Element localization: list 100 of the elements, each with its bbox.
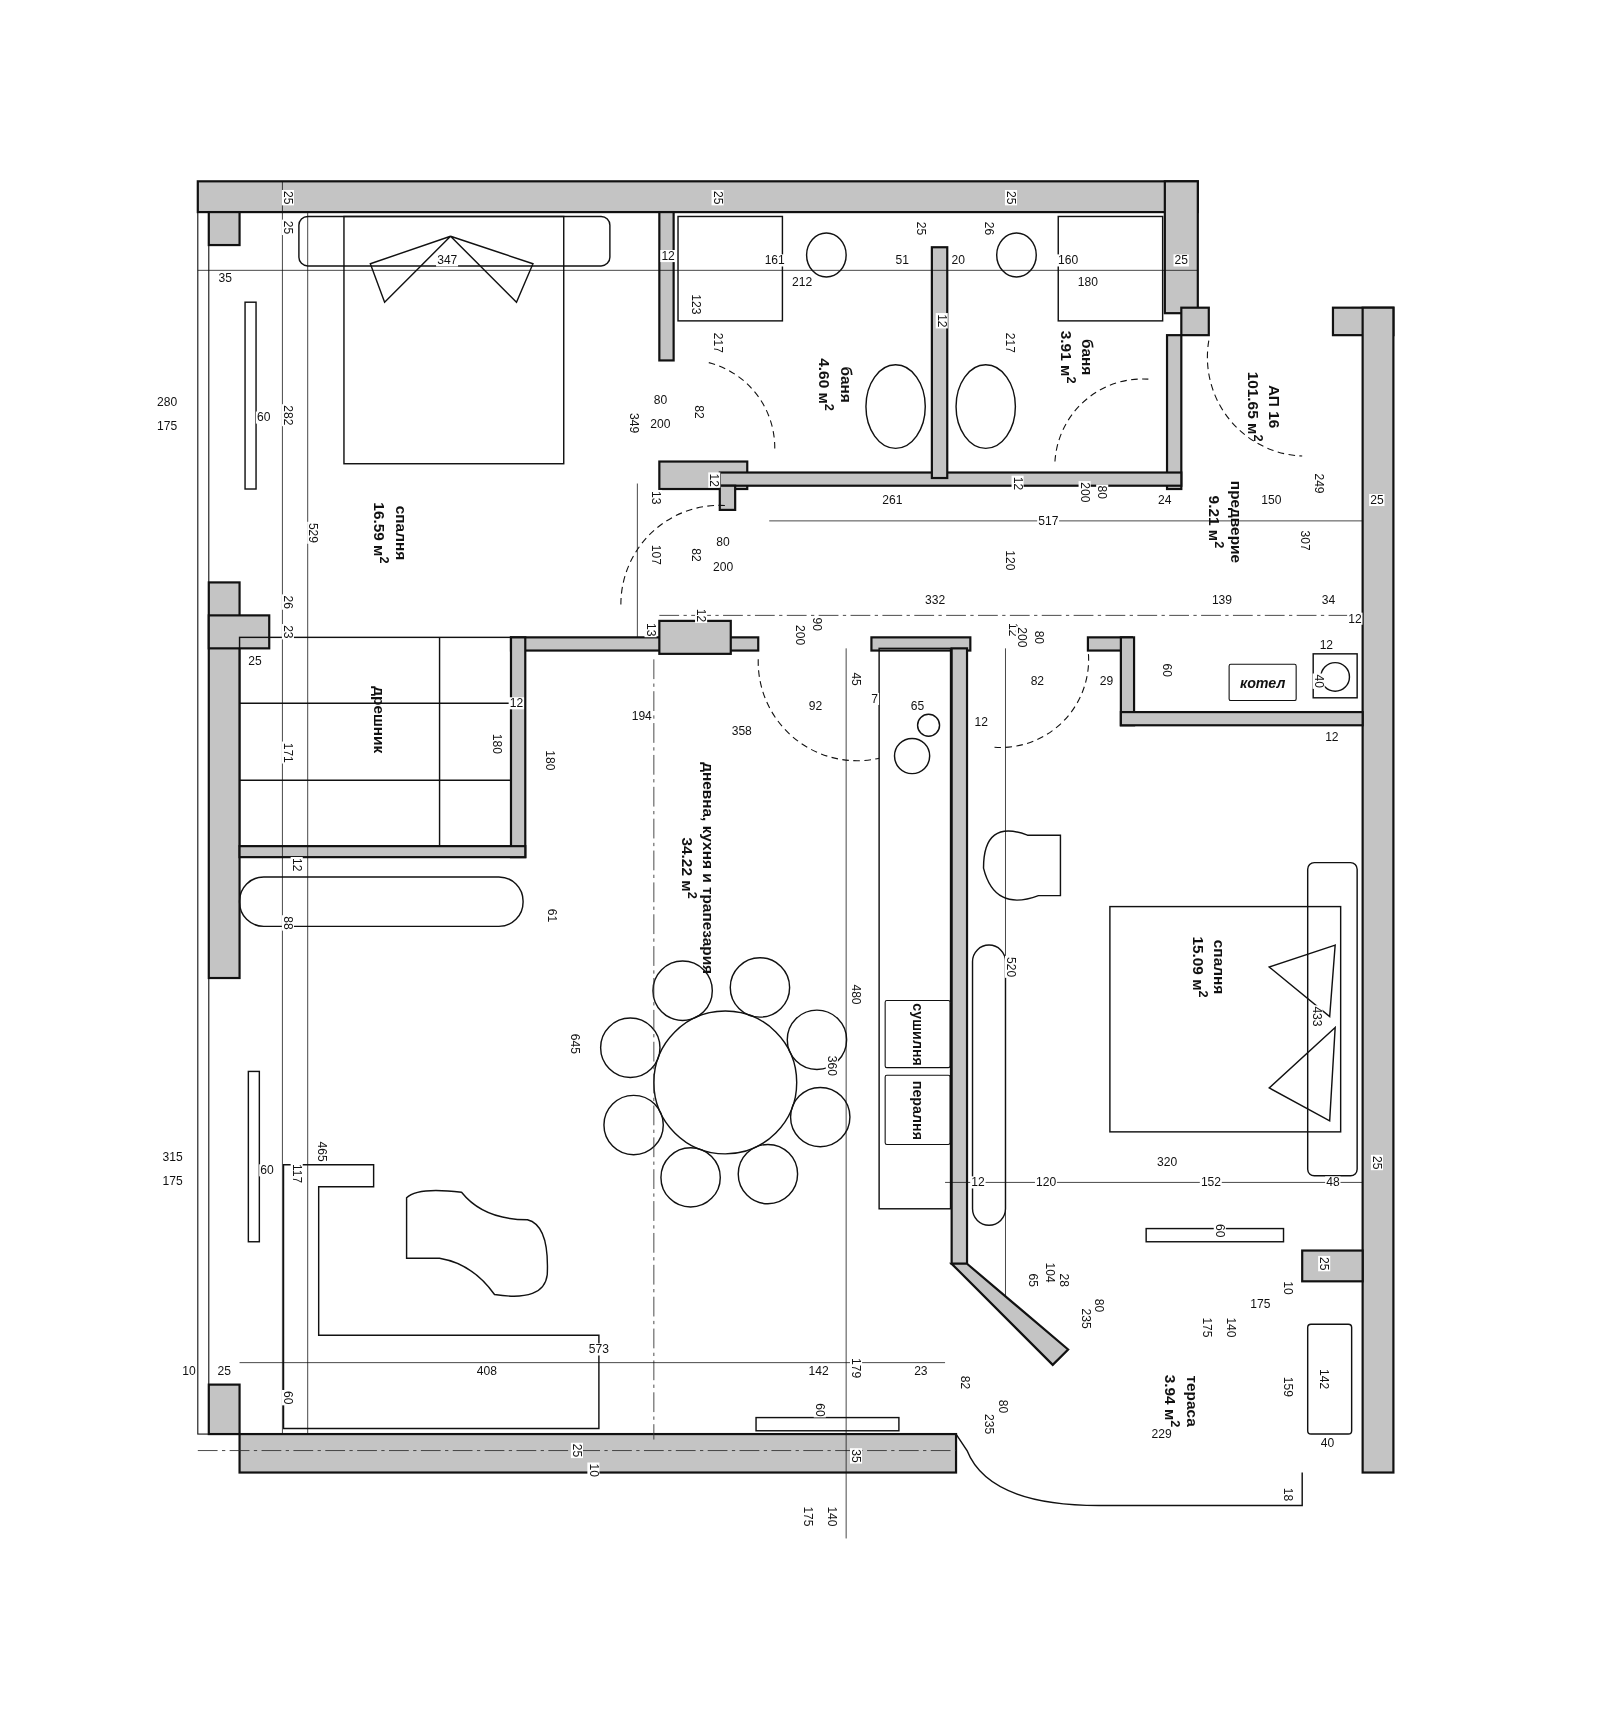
dimension-label: 82 xyxy=(692,404,705,420)
dimension-label: 65 xyxy=(909,700,926,713)
dimension-label: 217 xyxy=(1003,331,1016,355)
dimension-label: 12 xyxy=(290,857,303,873)
dimension-label: 25 xyxy=(1369,493,1385,507)
dimension-label: 465 xyxy=(315,1140,328,1163)
dimension-label: 194 xyxy=(630,710,653,723)
dimension-label: 175 xyxy=(1249,1298,1272,1311)
dimension-label: 358 xyxy=(730,724,753,737)
dimension-label: 235 xyxy=(982,1413,996,1436)
appliance-label: котел xyxy=(1228,663,1297,702)
dimension-label: 90 xyxy=(810,616,823,632)
dimension-label: 315 xyxy=(161,1151,184,1164)
dimension-label: 332 xyxy=(924,593,947,607)
dimension-label: 12 xyxy=(695,607,708,624)
dimension-label: 140 xyxy=(825,1505,838,1528)
dimension-label: 517 xyxy=(1037,514,1060,527)
dimension-label: 60 xyxy=(259,1164,275,1177)
dimension-label: 360 xyxy=(825,1054,838,1078)
dimension-label: 80 xyxy=(997,1398,1010,1415)
dimension-label: 200 xyxy=(1078,481,1091,504)
dimension-label: 60 xyxy=(1213,1222,1226,1239)
dimension-label: 159 xyxy=(1281,1375,1294,1398)
dimension-label: 249 xyxy=(1312,472,1325,495)
dimension-label: 35 xyxy=(850,1448,863,1464)
dimension-label: 12 xyxy=(1318,639,1335,652)
dimension-label: 61 xyxy=(545,907,558,924)
dimension-label: 65 xyxy=(1026,1272,1039,1289)
dimension-label: 28 xyxy=(1057,1272,1070,1289)
dimension-label: 229 xyxy=(1150,1428,1173,1441)
dimension-label: 25 xyxy=(281,189,294,206)
dimension-label: 60 xyxy=(255,411,272,424)
dimension-label: 117 xyxy=(290,1162,303,1185)
dimension-label: 200 xyxy=(649,418,672,431)
dimension-label: 12 xyxy=(1324,731,1340,744)
dimension-label: 23 xyxy=(913,1365,929,1378)
dimension-label: 175 xyxy=(1200,1316,1213,1339)
dimension-label: 142 xyxy=(1318,1367,1331,1391)
dimension-label: 175 xyxy=(801,1505,814,1528)
dimension-label: 180 xyxy=(543,749,556,772)
dimension-label: 140 xyxy=(1224,1316,1237,1339)
dimension-label: 123 xyxy=(689,293,702,316)
dimension-label: 12 xyxy=(970,1176,986,1189)
dimension-label: 180 xyxy=(1076,276,1100,289)
room-label: дрешник xyxy=(370,686,388,754)
dimension-label: 408 xyxy=(475,1365,498,1378)
dimension-label: 25 xyxy=(281,219,294,236)
dimension-label: 10 xyxy=(181,1365,197,1378)
dimension-label: 25 xyxy=(914,220,927,237)
dimension-label: 320 xyxy=(1155,1156,1179,1169)
dimension-label: 12 xyxy=(1011,475,1024,492)
dimension-label: 23 xyxy=(281,624,294,640)
dimension-label: 10 xyxy=(1281,1280,1294,1296)
dimension-label: 529 xyxy=(307,521,320,545)
dimension-label: 120 xyxy=(1003,549,1016,572)
dimension-label: 12 xyxy=(508,697,525,710)
dimension-label: 261 xyxy=(881,493,904,507)
dimension-label: 107 xyxy=(650,543,663,567)
dimension-label: 200 xyxy=(711,561,735,574)
dimension-label: 25 xyxy=(1318,1255,1331,1272)
dimension-label: 175 xyxy=(161,1175,184,1188)
dimension-label: 282 xyxy=(281,404,294,427)
dimension-label: 200 xyxy=(1015,626,1028,649)
dimension-label: 12 xyxy=(935,313,948,329)
dimension-label: 7 xyxy=(870,692,880,705)
dimension-label: 433 xyxy=(1310,1005,1323,1028)
dimension-label: 80 xyxy=(1032,629,1045,646)
dimension-label: 26 xyxy=(982,220,996,237)
dimension-label: 142 xyxy=(807,1365,830,1378)
dimension-label: 88 xyxy=(281,915,294,931)
dimension-label: 26 xyxy=(281,594,294,611)
dimension-label: 307 xyxy=(1298,529,1311,552)
dimension-label: 175 xyxy=(155,420,179,433)
dimension-label: 82 xyxy=(689,547,702,563)
dimension-label: 18 xyxy=(1281,1486,1294,1503)
dimension-label: 161 xyxy=(763,254,786,267)
dimension-label: 347 xyxy=(436,254,459,267)
dimension-label: 12 xyxy=(708,472,721,489)
dimension-label: 34 xyxy=(1320,593,1337,607)
dimension-label: 520 xyxy=(1004,955,1018,979)
dimension-label: 80 xyxy=(1096,484,1109,501)
dimension-label: 20 xyxy=(950,254,967,267)
dimension-label: 35 xyxy=(217,272,234,285)
appliance-label: пералня xyxy=(884,1074,951,1146)
dimension-label: 12 xyxy=(973,715,990,728)
dimension-label: 80 xyxy=(715,535,731,548)
dimension-label: 92 xyxy=(807,700,824,713)
dimension-label: 217 xyxy=(711,331,724,355)
dimension-label: 10 xyxy=(587,1462,600,1479)
dimension-label: 160 xyxy=(1056,254,1080,267)
dimension-label: 200 xyxy=(793,624,807,647)
dimension-label: 573 xyxy=(587,1343,611,1356)
dimension-label: 645 xyxy=(568,1032,581,1056)
dimension-label: 25 xyxy=(1173,254,1190,267)
dimension-label: 82 xyxy=(1029,675,1046,688)
dimension-label: 12 xyxy=(1347,612,1363,625)
dimension-label: 212 xyxy=(791,276,814,289)
dimension-label: 13 xyxy=(644,621,657,638)
dimension-label: 29 xyxy=(1098,675,1115,688)
dimension-label: 25 xyxy=(1370,1154,1383,1171)
